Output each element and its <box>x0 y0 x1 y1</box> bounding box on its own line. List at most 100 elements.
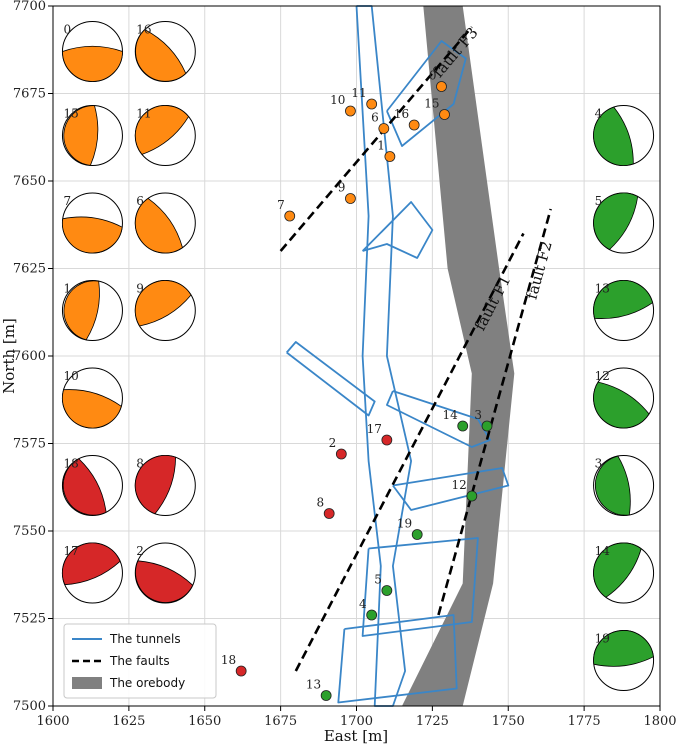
tunnel-outline <box>361 201 434 259</box>
event-label: 0 <box>429 69 437 83</box>
event-label: 3 <box>474 408 482 422</box>
beachball-compression <box>593 381 650 429</box>
beachball-13: 13 <box>593 280 655 341</box>
legend-label: The faults <box>109 654 170 668</box>
beachball-compression <box>62 45 123 82</box>
beachball-compression <box>135 560 194 603</box>
beachball-label: 1 <box>63 282 71 296</box>
beachball-label: 3 <box>595 457 603 471</box>
event-point <box>381 585 393 596</box>
tunnel-outline <box>392 467 510 511</box>
beachball-compression <box>62 216 123 254</box>
beachball-compression <box>593 630 654 667</box>
x-tick-label: 1750 <box>492 714 525 729</box>
event-label: 4 <box>359 597 367 611</box>
y-tick-label: 7525 <box>13 612 46 627</box>
x-tick-label: 1800 <box>643 714 676 729</box>
event-label: 19 <box>397 517 412 531</box>
event-label: 16 <box>394 107 409 121</box>
beachball-compression <box>593 192 639 250</box>
orebody-polygon <box>402 6 515 706</box>
beachball-compression <box>593 106 634 166</box>
event-point <box>457 420 469 432</box>
event-point <box>381 434 393 446</box>
beachball-label: 2 <box>136 544 144 558</box>
event-label: 13 <box>306 678 321 692</box>
event-point <box>366 98 378 110</box>
event-label: 5 <box>374 573 382 587</box>
event-point <box>345 105 356 117</box>
beachball-label: 12 <box>595 369 610 383</box>
beachball-label: 4 <box>595 107 603 121</box>
x-tick-label: 1700 <box>340 714 373 729</box>
event-label: 17 <box>367 422 382 436</box>
beachball-11: 11 <box>134 105 196 166</box>
event-label: 1 <box>377 139 385 153</box>
beachball-label: 11 <box>136 107 151 121</box>
beachball-label: 15 <box>63 107 78 121</box>
event-point <box>323 508 335 519</box>
y-tick-label: 7600 <box>13 349 46 364</box>
tunnel-outline <box>355 5 413 707</box>
event-point <box>366 609 378 621</box>
y-tick-label: 7550 <box>13 524 46 539</box>
beachball-label: 18 <box>63 457 78 471</box>
beachball-compression <box>134 197 183 254</box>
orebody <box>402 6 515 706</box>
tunnel-outline <box>385 390 491 448</box>
beachball-15: 15 <box>61 105 123 166</box>
y-axis-title: North [m] <box>0 318 18 394</box>
beachball-compression <box>135 29 187 82</box>
beachball-label: 14 <box>595 544 611 558</box>
event-label: 14 <box>442 408 458 422</box>
beachball-label: 8 <box>136 457 144 471</box>
event-point <box>408 119 420 131</box>
event-label: 7 <box>277 198 285 212</box>
event-point <box>439 109 450 120</box>
beachball-compression <box>594 455 631 516</box>
event-point <box>411 529 423 540</box>
event-label: 18 <box>221 653 236 667</box>
event-label: 10 <box>330 93 345 107</box>
beachball-7: 7 <box>61 192 123 254</box>
beachball-label: 16 <box>136 23 151 37</box>
beachball-9: 9 <box>134 280 196 341</box>
event-label: 2 <box>329 436 337 450</box>
x-tick-label: 1650 <box>188 714 221 729</box>
beachball-label: 9 <box>136 282 144 296</box>
beachball-label: 5 <box>595 194 603 208</box>
y-tick-label: 7500 <box>13 699 46 714</box>
x-tick-label: 1725 <box>416 714 449 729</box>
beachball-compression <box>63 280 100 341</box>
event-label: 11 <box>351 86 366 100</box>
x-axis-title: East [m] <box>324 727 388 745</box>
beachball-compression <box>593 280 654 319</box>
beachball-19: 19 <box>593 630 655 691</box>
tunnel-outline <box>286 341 376 417</box>
tunnel-outline <box>337 614 458 704</box>
beachball-compression <box>134 105 190 155</box>
beachball-label: 7 <box>63 194 71 208</box>
beachball-12: 12 <box>593 367 655 429</box>
tunnels <box>286 5 510 707</box>
tunnel-outline <box>386 40 467 147</box>
beachball-compression <box>134 280 192 327</box>
y-tick-label: 7675 <box>13 87 46 102</box>
beachball-8: 8 <box>134 455 196 516</box>
beachball-compression <box>62 542 121 586</box>
event-point <box>345 193 356 204</box>
event-point <box>335 448 347 460</box>
event-point <box>436 81 447 92</box>
event-label: 6 <box>371 111 379 125</box>
beachball-label: 13 <box>595 282 610 296</box>
beachball-label: 17 <box>63 544 78 558</box>
event-label: 15 <box>424 97 439 111</box>
y-tick-label: 7625 <box>13 262 46 277</box>
beachball-14: 14 <box>593 542 655 604</box>
beachball-compression <box>593 542 642 598</box>
beachball-label: 0 <box>63 23 71 37</box>
beachball-label: 10 <box>63 369 78 383</box>
